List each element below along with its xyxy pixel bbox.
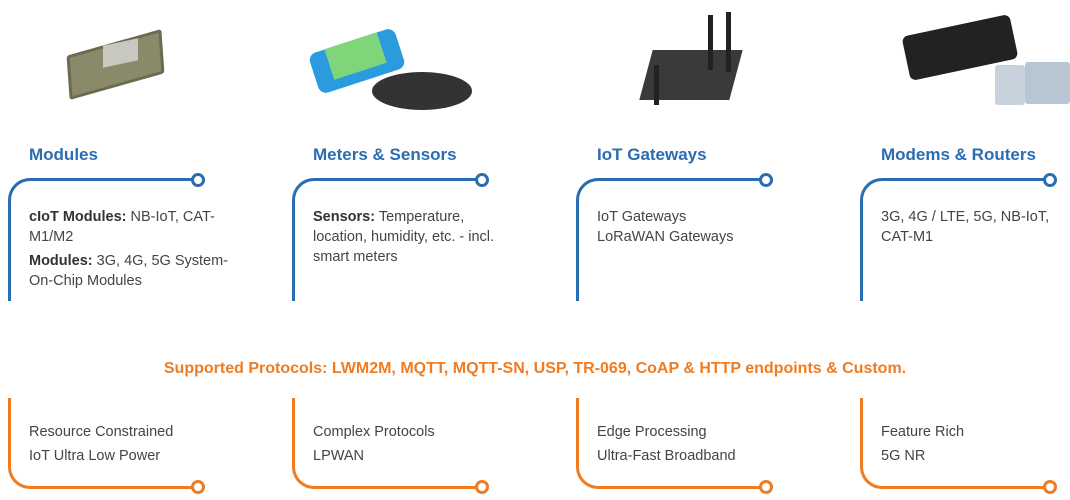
column-description: cIoT Modules: NB-IoT, CAT-M1/M2 Modules:… — [29, 207, 229, 295]
column-title: Meters & Sensors — [313, 145, 457, 164]
bottom-bracket — [8, 398, 198, 489]
feature-line: Feature Rich — [881, 424, 965, 440]
bracket-node — [1043, 480, 1057, 494]
column-description: Sensors: Temperature, location, humidity… — [313, 207, 513, 271]
modem-router-image — [900, 10, 1070, 110]
text: 3G, 4G, 5G System-On-Chip Modules — [29, 253, 229, 289]
top-bracket — [292, 178, 482, 301]
bottom-bracket — [860, 398, 1050, 489]
bracket-node — [475, 480, 489, 494]
feature-line: Edge Processing — [597, 424, 707, 440]
feature-text: Feature Rich 5G NR — [881, 420, 964, 468]
bracket-node — [759, 480, 773, 494]
feature-line: Complex Protocols — [313, 424, 435, 440]
text: 3G, 4G / LTE, 5G, NB-IoT, CAT-M1 — [881, 209, 1050, 245]
supported-protocols: Supported Protocols: LWM2M, MQTT, MQTT-S… — [163, 360, 907, 377]
module-chip-image — [48, 10, 208, 110]
bracket-node — [191, 480, 205, 494]
label: cIoT Modules: — [29, 209, 127, 225]
feature-line: 5G NR — [881, 448, 926, 464]
text: LoRaWAN Gateways — [597, 229, 734, 245]
gateway-image — [616, 10, 776, 110]
feature-line: IoT Ultra Low Power — [29, 448, 161, 464]
text: IoT Gateways — [597, 209, 687, 225]
bracket-node — [191, 173, 205, 187]
bracket-node — [1043, 173, 1057, 187]
meter-sensor-image — [307, 10, 492, 110]
feature-line: LPWAN — [313, 448, 365, 464]
column-modules: Modules cIoT Modules: NB-IoT, CAT-M1/M2 … — [8, 0, 268, 500]
text: NB-IoT, CAT-M1/M2 — [29, 209, 215, 245]
bottom-bracket — [292, 398, 482, 489]
feature-line: Resource Constrained — [29, 424, 174, 440]
top-bracket — [8, 178, 198, 301]
column-title: Modems & Routers — [881, 145, 1036, 164]
column-meters-sensors: Meters & Sensors Sensors: Temperature, l… — [292, 0, 552, 500]
column-iot-gateways: IoT Gateways IoT Gateways LoRaWAN Gatewa… — [576, 0, 836, 500]
label: Sensors: — [313, 209, 376, 225]
column-description: IoT Gateways LoRaWAN Gateways — [597, 207, 797, 247]
bottom-bracket — [576, 398, 766, 489]
bracket-node — [759, 173, 773, 187]
column-description: 3G, 4G / LTE, 5G, NB-IoT, CAT-M1 — [881, 207, 1070, 247]
bracket-node — [475, 173, 489, 187]
column-title: IoT Gateways — [597, 145, 707, 164]
top-bracket — [576, 178, 766, 301]
column-modems-routers: Modems & Routers 3G, 4G / LTE, 5G, NB-Io… — [860, 0, 1070, 500]
column-title: Modules — [29, 145, 98, 164]
label: Modules: — [29, 253, 93, 269]
feature-line: Ultra-Fast Broadband — [597, 448, 736, 464]
text: Temperature, location, humidity, etc. - … — [313, 209, 495, 265]
top-bracket — [860, 178, 1050, 301]
